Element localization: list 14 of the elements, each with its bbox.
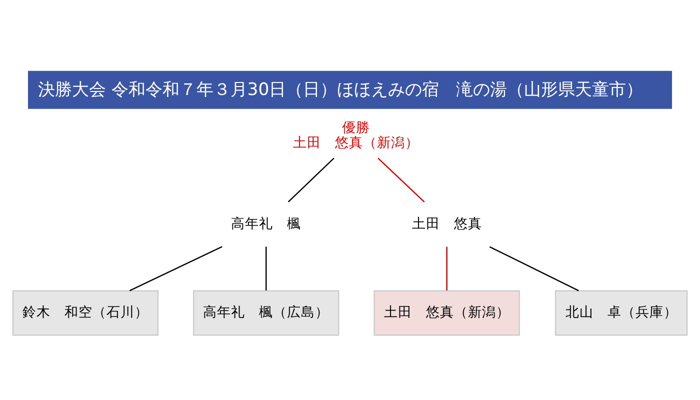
node-text: 優勝 土田 悠真（新潟） bbox=[292, 120, 419, 150]
node-box: 高年礼 楓（広島） bbox=[192, 290, 340, 336]
connector bbox=[288, 157, 334, 202]
node-box: 土田 悠真（新潟） bbox=[374, 290, 520, 336]
connector bbox=[446, 246, 448, 290]
node-text: 高年礼 楓 bbox=[231, 215, 302, 232]
connector bbox=[129, 246, 222, 291]
connector bbox=[378, 157, 425, 202]
connector bbox=[489, 246, 579, 291]
node-box: 北山 卓（兵庫） bbox=[554, 290, 688, 336]
node-box: 鈴木 和空（石川） bbox=[12, 290, 159, 336]
node-text: 土田 悠真 bbox=[412, 215, 482, 232]
diagram-title: 決勝大会 令和令和７年３月30日（日）ほほえみの宿 滝の湯（山形県天童市） bbox=[38, 80, 644, 100]
connector bbox=[266, 246, 267, 290]
